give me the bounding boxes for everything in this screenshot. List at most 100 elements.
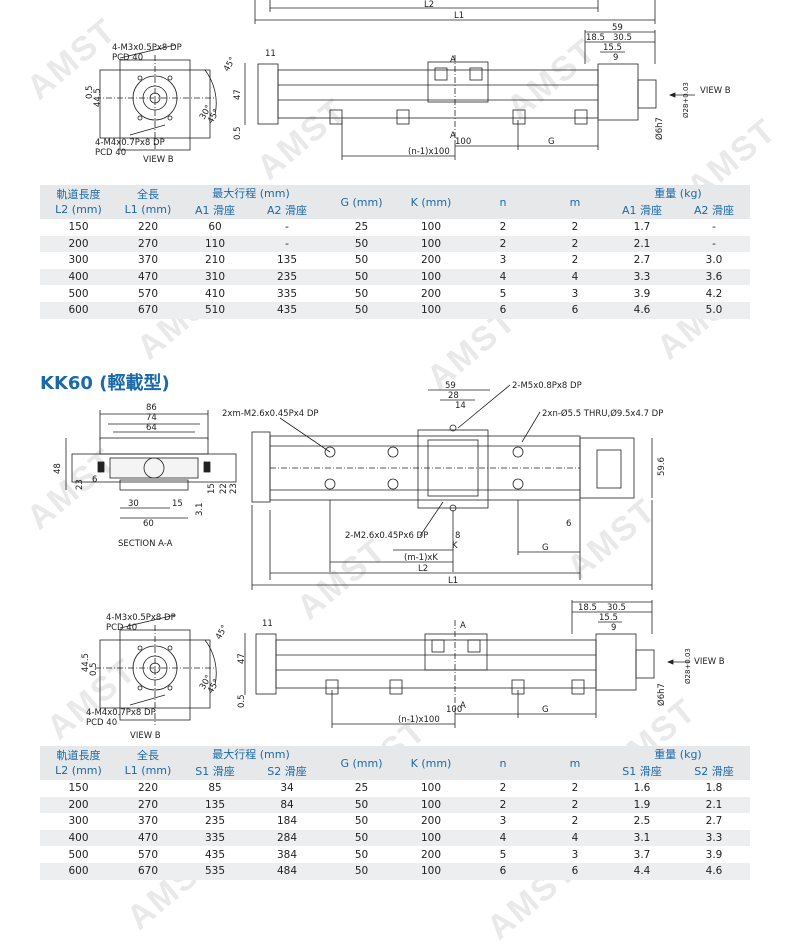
dim-0-5: 0.5 — [85, 85, 95, 99]
table-cell: 2 — [571, 782, 579, 795]
table-cell: 2 — [571, 221, 579, 234]
table-cell: 50 — [354, 287, 369, 300]
table-cell: 100 — [420, 271, 442, 284]
table-cell: 50 — [354, 815, 369, 828]
dim-n-100: (n-1)x100 — [408, 147, 450, 157]
dim-60: 60 — [143, 519, 154, 529]
table-cell: 6 — [499, 304, 507, 317]
table-cell: 2 — [571, 815, 579, 828]
table-cell: 3 — [499, 815, 507, 828]
th-w2: A2 滑座 — [693, 204, 735, 217]
kk60-drawing: 86 74 64 48 23 6 30 15 60 3.1 15 22 23 S… — [53, 381, 667, 590]
table-cell: 50 — [354, 271, 369, 284]
table-cell: 1.6 — [633, 782, 651, 795]
table-cell: 100 — [420, 782, 442, 795]
table-cell: 100 — [420, 798, 442, 811]
dim-11: 11 — [265, 49, 276, 59]
table-cell: 200 — [420, 848, 442, 861]
dim-14-top: 14 — [455, 401, 466, 411]
dim-59-6: 59.6 — [657, 457, 667, 476]
table-cell: 3.9 — [633, 287, 651, 300]
dim-6h7: Ø6h7 — [654, 117, 665, 140]
th-m: m — [569, 195, 581, 209]
table-cell: 570 — [137, 848, 159, 861]
table-cell: 600 — [68, 865, 89, 878]
table-cell: 3.7 — [633, 848, 651, 861]
table-cell: 484 — [276, 865, 298, 878]
table-cell: 300 — [68, 254, 89, 267]
th2-weight: 重量 (kg) — [654, 748, 702, 761]
table-cell: 4.6 — [633, 304, 651, 317]
dim-3-1: 3.1 — [195, 502, 205, 516]
section-title: KK60 (輕載型) — [40, 373, 170, 394]
view-b-arrow: VIEW B — [700, 86, 731, 96]
table-cell: 4 — [499, 832, 507, 845]
dim-6-right: 6 — [566, 519, 571, 529]
dim-47-b: 47 — [237, 653, 247, 664]
table-cell: 2.1 — [633, 237, 651, 250]
table-cell: 2.1 — [705, 798, 723, 811]
dim-100-b: 100 — [446, 705, 462, 715]
table-cell: 2 — [499, 798, 507, 811]
table-cell: 500 — [68, 287, 89, 300]
th-stroke: 最大行程 (mm) — [212, 187, 290, 200]
th-g: G (mm) — [340, 195, 383, 209]
dim-m-k: (m-1)xK — [404, 553, 438, 563]
table-cell: 570 — [137, 287, 159, 300]
table-cell: 3.3 — [633, 271, 651, 284]
table-cell: 1.8 — [705, 782, 723, 795]
table-cell: 4 — [571, 271, 579, 284]
dim-28: Ø28+0.03 — [682, 82, 690, 118]
table-cell: 100 — [420, 304, 442, 317]
view-b-label-2: VIEW B — [130, 731, 161, 741]
section-a-top-b: A — [460, 621, 466, 631]
dim-86: 86 — [146, 403, 157, 413]
table-cell: 84 — [280, 798, 294, 811]
tap-m5: 2-M5x0.8Px8 DP — [512, 381, 582, 391]
table-cell: 400 — [68, 832, 89, 845]
table-cell: 235 — [276, 271, 298, 284]
section-a-top: A — [450, 55, 456, 65]
table-cell: 200 — [420, 287, 442, 300]
th2-s1: S1 滑座 — [195, 765, 235, 778]
table-cell: 3.9 — [705, 848, 723, 861]
table-cell: 5 — [499, 848, 507, 861]
dim-74: 74 — [146, 413, 157, 423]
th2-g: G (mm) — [340, 756, 383, 770]
th-s2: A2 滑座 — [266, 204, 308, 217]
tap-note-b1: 4-M3x0.5Px8 DP — [106, 613, 176, 623]
th2-w1: S1 滑座 — [622, 765, 662, 778]
table-cell: 510 — [204, 304, 226, 317]
angle-45: 45° — [222, 55, 238, 73]
pcd-note-b2: PCD 40 — [86, 718, 117, 728]
th2-stroke: 最大行程 (mm) — [212, 748, 290, 761]
tap-m26b: 2-M2.6x0.45Px6 DP — [345, 531, 428, 541]
dim-30: 30 — [128, 499, 139, 509]
table-cell: 6 — [499, 865, 507, 878]
table-cell: 384 — [276, 848, 298, 861]
table-cell: 150 — [68, 782, 89, 795]
table-cell: 2 — [571, 254, 579, 267]
table-cell: 100 — [420, 832, 442, 845]
table-cell: 200 — [420, 815, 442, 828]
top-drawing: L2 L1 4-M3x0.5Px8 DP PCD 40 4-M4x0.7Px8 … — [85, 0, 731, 165]
table-cell: 2 — [571, 798, 579, 811]
dim-59-top: 59 — [445, 381, 456, 391]
dim-6h7-b: Ø6h7 — [656, 683, 667, 706]
table-cell: 135 — [276, 254, 298, 267]
bottom-drawing: 4-M3x0.5Px8 DP PCD 40 4-M4x0.7Px8 DP PCD… — [81, 600, 725, 741]
table-cell: 270 — [137, 798, 159, 811]
table-cell: 470 — [137, 271, 159, 284]
table-cell: 25 — [354, 221, 369, 234]
thru-hole: 2xn-Ø5.5 THRU,Ø9.5x4.7 DP — [542, 408, 663, 419]
pcd-note-b1: PCD 40 — [106, 623, 137, 633]
th2-s2: S2 滑座 — [267, 765, 307, 778]
